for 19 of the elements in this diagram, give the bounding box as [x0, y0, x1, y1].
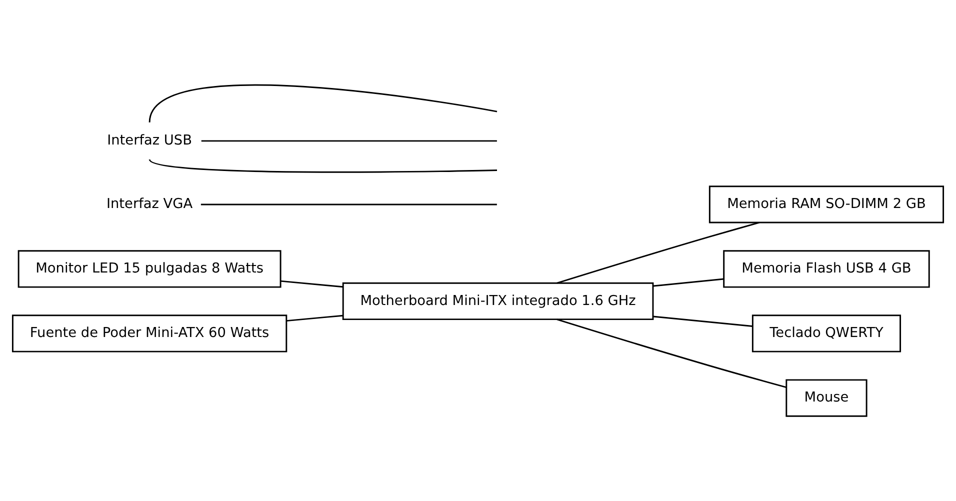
node-box: Memoria RAM SO-DIMM 2 GB [708, 186, 944, 224]
connector [200, 204, 497, 206]
connector [280, 280, 344, 288]
connector [149, 158, 498, 173]
node-box: Mouse [786, 379, 868, 417]
connector [148, 84, 498, 123]
connector [286, 314, 343, 322]
connector [556, 318, 786, 388]
node-box: Memoria Flash USB 4 GB [723, 250, 930, 288]
node-text: Interfaz USB [107, 132, 192, 149]
connector [201, 140, 497, 142]
connector [653, 278, 724, 287]
node-box: Teclado QWERTY [752, 314, 902, 352]
node-box: Fuente de Poder Mini-ATX 60 Watts [12, 314, 288, 352]
connector [653, 316, 753, 328]
connector [556, 222, 760, 284]
node-box: Motherboard Mini-ITX integrado 1.6 GHz [342, 282, 654, 320]
node-text: Interfaz VGA [106, 196, 193, 212]
node-box: Monitor LED 15 pulgadas 8 Watts [18, 250, 282, 288]
